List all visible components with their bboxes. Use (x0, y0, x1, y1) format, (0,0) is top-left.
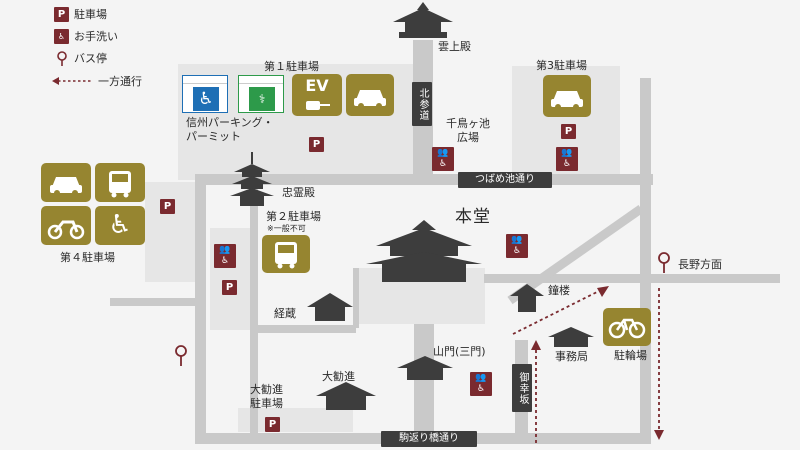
unjoden-label: 雲上殿 (438, 40, 471, 53)
one-way-arrow-icon-east (654, 288, 664, 440)
parking3-label: 第3駐車場 (536, 59, 587, 72)
parking1-car-icon (346, 74, 394, 116)
shoro-icon (510, 284, 544, 312)
parking1-parking-icon: P (309, 137, 324, 152)
road-parking4-link (110, 298, 206, 306)
permit-sign: ⚕ (238, 75, 284, 113)
sanmon-gate-icon (397, 356, 453, 380)
road-west-vertical (195, 174, 206, 444)
parking4-car-icon (41, 163, 91, 202)
parking2-parking-icon: P (222, 280, 237, 295)
kyozo-icon (307, 293, 353, 321)
nagano-label: 長野方面 (678, 258, 722, 271)
one-way-arrow-icon-diagonal (512, 286, 609, 335)
bicycle-parking-icon (603, 308, 651, 346)
chureiden-label: 忠霊殿 (282, 186, 315, 199)
chidori-toilet-icon: 👥♿ (432, 147, 454, 171)
chureiden-pagoda-icon (230, 152, 274, 206)
jimukyoku-icon (548, 327, 594, 347)
tsubame-street-sign: つばめ池通り (458, 172, 552, 188)
chidori-pond-label: 千鳥ヶ池 広場 (446, 117, 490, 144)
bicycle-parking-label: 駐輪場 (614, 349, 647, 362)
road-tsubame (195, 174, 653, 185)
maternity-icon: ⚕ (249, 87, 275, 111)
road-hondo-west (353, 268, 359, 328)
parking4-label: 第４駐車場 (60, 251, 115, 264)
komagaeri-street-sign: 駒返り橋通り (381, 431, 477, 447)
parking2-note: ※一般不可 (267, 224, 306, 233)
daikanjin-parking-label: 大勧進 駐車場 (250, 383, 283, 410)
shinshu-parking-sign: ♿ (182, 75, 228, 113)
road-east-vertical (640, 78, 651, 444)
legend-toilet-label: お手洗い (74, 30, 118, 43)
kita-sando-sign: 北参道 (412, 82, 432, 126)
shoro-label: 鐘楼 (548, 284, 570, 297)
road-inner-left (250, 180, 258, 440)
legend-bus-stop-icon (57, 51, 67, 66)
parking2-toilet-icon: 👥♿ (214, 244, 236, 268)
wheelchair-icon: ♿ (193, 87, 219, 111)
one-way-arrow-icon-gokozaka (531, 340, 541, 444)
kyozo-label: 経蔵 (274, 307, 296, 320)
legend-parking-icon: P (54, 7, 69, 22)
west-bus-stop-icon (175, 345, 187, 366)
parking3-car-icon (543, 75, 591, 117)
daikanjin-label: 大勧進 (322, 370, 355, 383)
sanmon-toilet-icon: 👥♿ (470, 372, 492, 396)
legend-bus-stop-label: バス停 (74, 52, 107, 65)
parking4-area (145, 182, 203, 282)
hondo-label: 本堂 (455, 207, 491, 227)
road-to-nagano (484, 274, 780, 283)
hondo-temple-icon (366, 220, 482, 282)
legend-one-way-label: 一方通行 (98, 75, 142, 88)
parking3-parking-icon: P (561, 124, 576, 139)
shinshu-parking-label: 信州パーキング・ パーミット (186, 116, 274, 143)
hondo-toilet-icon: 👥♿ (506, 234, 528, 258)
parking4-motorcycle-icon (41, 206, 91, 245)
parking2-label: 第２駐車場 (266, 210, 321, 223)
daikanjin-parking-icon: P (265, 417, 280, 432)
parking1-label: 第１駐車場 (264, 60, 319, 73)
unjoden-temple-icon (393, 2, 453, 38)
legend-toilet-icon: ♿ (54, 29, 69, 44)
sanmon-label: 山門(三門) (433, 345, 486, 358)
ev-charger-icon: EV (292, 74, 342, 116)
legend-parking-label: 駐車場 (74, 8, 107, 21)
road-inner-kyozo (256, 325, 356, 333)
parking4-wheelchair-icon: ♿ (95, 206, 145, 245)
gokozaka-sign: 御幸坂 (512, 364, 532, 412)
jimukyoku-label: 事務局 (555, 350, 588, 363)
daikanjin-temple-icon (316, 382, 376, 410)
legend-one-way-arrow-icon (52, 77, 92, 85)
parking4-bus-icon (95, 163, 145, 202)
ev-label: EV (305, 76, 329, 95)
parking3-toilet-icon: 👥♿ (556, 147, 578, 171)
parking2-bus-icon (262, 235, 310, 273)
parking4-parking-icon: P (160, 199, 175, 214)
nagano-bus-stop-icon (658, 252, 670, 273)
